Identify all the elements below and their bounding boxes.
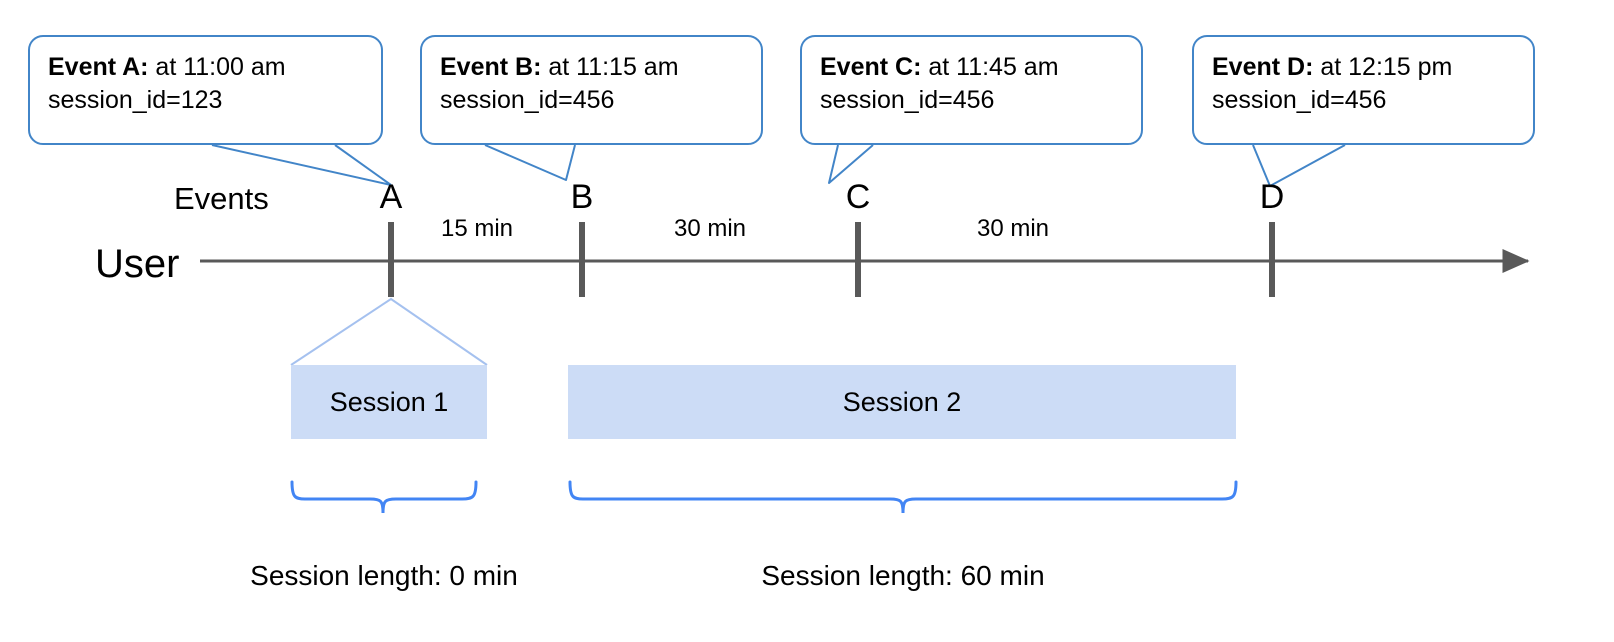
callout-d-detail: at 12:15 pm bbox=[1313, 53, 1453, 81]
callout-c-line2: session_id=456 bbox=[820, 86, 995, 114]
session-2-length-label: Session length: 60 min bbox=[761, 560, 1045, 591]
callout-b-title: Event B: bbox=[440, 53, 542, 81]
callout-b-detail: at 11:15 am bbox=[541, 53, 679, 81]
callout-b-line1: Event B: at 11:15 am bbox=[440, 51, 745, 84]
callout-event-b: Event B: at 11:15 am session_id=456 bbox=[420, 35, 763, 145]
session-box-2: Session 2 bbox=[568, 365, 1236, 439]
callout-c-detail: at 11:45 am bbox=[921, 53, 1059, 81]
callout-a-line1: Event A: at 11:00 am bbox=[48, 51, 365, 84]
event-letter-c: C bbox=[845, 178, 871, 216]
callout-b-line2: session_id=456 bbox=[440, 86, 615, 114]
session-box-2-label: Session 2 bbox=[842, 386, 962, 417]
callout-b-tail bbox=[484, 144, 576, 181]
event-letter-d: D bbox=[1259, 178, 1285, 216]
user-lane-label: User bbox=[95, 242, 180, 286]
callout-event-a: Event A: at 11:00 am session_id=123 bbox=[28, 35, 383, 145]
callout-a-detail: at 11:00 am bbox=[148, 53, 286, 81]
callout-d-line2: session_id=456 bbox=[1212, 86, 1387, 114]
callout-c-title: Event C: bbox=[820, 53, 922, 81]
callout-c-line1: Event C: at 11:45 am bbox=[820, 51, 1125, 84]
duration-label-b-c: 30 min bbox=[673, 215, 747, 242]
session1-fan bbox=[290, 297, 488, 366]
session-box-1-label: Session 1 bbox=[329, 386, 449, 417]
event-letter-b: B bbox=[570, 178, 594, 216]
callout-event-d: Event D: at 12:15 pm session_id=456 bbox=[1192, 35, 1535, 145]
callout-event-c: Event C: at 11:45 am session_id=456 bbox=[800, 35, 1143, 145]
callout-d-title: Event D: bbox=[1212, 53, 1314, 81]
duration-label-c-d: 30 min bbox=[976, 215, 1050, 242]
event-letter-a: A bbox=[379, 178, 403, 216]
session1-brace bbox=[290, 480, 478, 514]
session-box-1: Session 1 bbox=[291, 365, 487, 439]
callout-d-line1: Event D: at 12:15 pm bbox=[1212, 51, 1517, 84]
callout-a-tail-left bbox=[211, 144, 392, 186]
duration-label-a-b: 15 min bbox=[440, 215, 514, 242]
callout-a-line2: session_id=123 bbox=[48, 86, 223, 114]
session-1-length-label: Session length: 0 min bbox=[250, 560, 518, 591]
events-lane-label: Events bbox=[174, 181, 269, 216]
session2-brace bbox=[568, 480, 1238, 514]
callout-a-title: Event A: bbox=[48, 53, 149, 81]
